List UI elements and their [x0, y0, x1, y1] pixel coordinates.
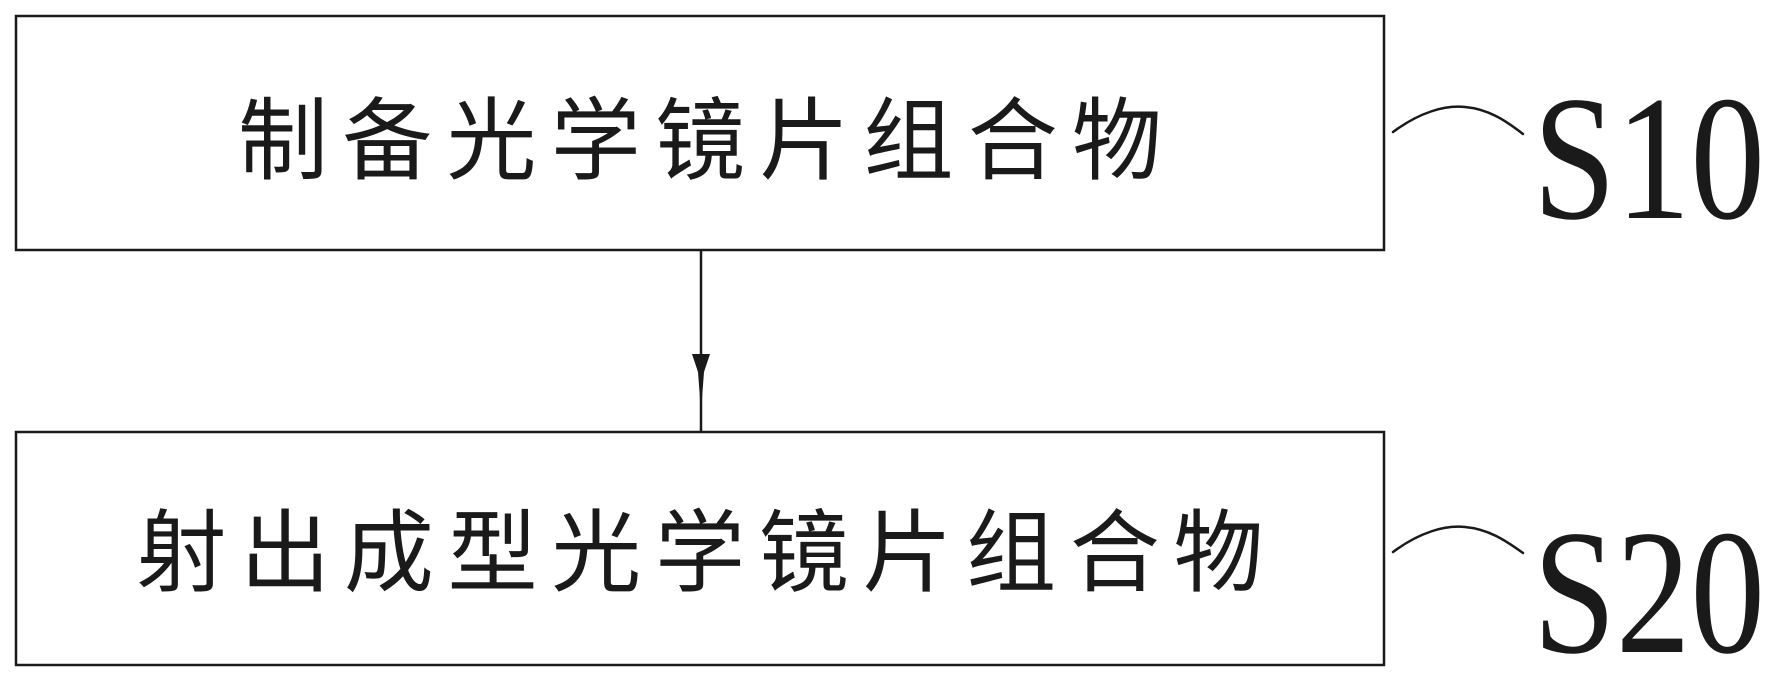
leader-line-s20	[1391, 525, 1525, 555]
leader-line-s10	[1391, 105, 1525, 136]
step-s20: 射出成型光学镜片组合物	[14, 430, 1386, 667]
flow-arrow	[692, 250, 710, 432]
step-box-s20	[14, 430, 1386, 667]
step-text-s10: 制备光学镜片组合物	[238, 89, 1162, 194]
step-s10: 制备光学镜片组合物	[14, 14, 1386, 252]
step-box-s10	[14, 14, 1386, 252]
step-text-s20: 射出成型光学镜片组合物	[137, 501, 1264, 606]
arrowhead-icon	[692, 354, 710, 412]
step-label-s20: S20	[1533, 493, 1765, 682]
step-label-s10: S10	[1533, 59, 1765, 257]
